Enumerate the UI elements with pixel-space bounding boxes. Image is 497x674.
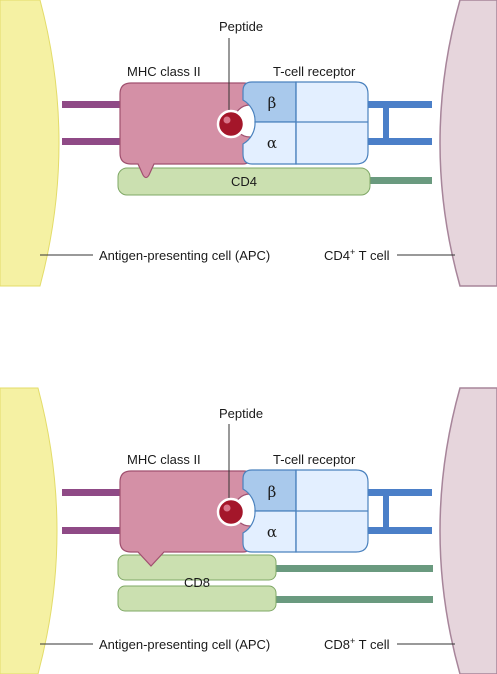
- tcr-alpha-chain: [242, 510, 297, 553]
- tcr-beta-chain: [242, 81, 297, 123]
- tcr-stalk-link: [383, 105, 389, 142]
- mhc-label: MHC class II: [127, 452, 201, 467]
- mhc-stalk-upper: [62, 489, 120, 496]
- tcr-alpha-label: α: [267, 523, 277, 541]
- mhc-stalk-lower: [62, 527, 120, 534]
- peptide-highlight: [223, 504, 231, 512]
- t-cell-label-prefix: CD8: [324, 637, 350, 652]
- t-cell-label-sup: +: [350, 636, 355, 646]
- tcr-alpha-label: α: [267, 134, 277, 152]
- cd8-chain-upper: [117, 554, 277, 581]
- panel-top: CD4 β α Peptide MHC class II T-cell rece…: [0, 0, 497, 287]
- tcr-stalk-upper: [368, 101, 432, 108]
- tcr-beta-label: β: [268, 483, 277, 501]
- peptide-highlight: [223, 116, 231, 124]
- tcr-alpha-chain: [242, 121, 297, 165]
- peptide: [216, 109, 246, 139]
- mhc-label: MHC class II: [127, 64, 201, 79]
- tcr-label: T-cell receptor: [273, 452, 356, 467]
- cd4-label: CD4: [231, 174, 257, 189]
- tcr-stalk-lower: [368, 527, 432, 534]
- t-cell: [439, 387, 497, 674]
- cd8-stalk-lower: [275, 596, 433, 603]
- peptide: [216, 497, 246, 527]
- apc-label: Antigen-presenting cell (APC): [99, 248, 270, 263]
- t-cell-label-sup: +: [350, 247, 355, 257]
- apc-label: Antigen-presenting cell (APC): [99, 637, 270, 652]
- tcr-beta-chain: [242, 469, 297, 512]
- tcr-constant-region: [295, 81, 369, 165]
- cd8-chain-lower: [117, 585, 277, 612]
- t-cell-label-prefix: CD4: [324, 248, 350, 263]
- tcr-stalk-lower: [368, 138, 432, 145]
- t-cell-label-suffix: T cell: [355, 637, 389, 652]
- panel-bottom: CD8 β α Peptide MHC class II T-cell rece…: [0, 387, 497, 674]
- tcr-stalk-upper: [368, 489, 432, 496]
- cd4-stalk: [369, 177, 432, 184]
- mhc-stalk-upper: [62, 101, 120, 108]
- tcr-label: T-cell receptor: [273, 64, 356, 79]
- cd8-stalk-upper: [275, 565, 433, 572]
- cd8-label: CD8: [184, 575, 210, 590]
- cd4-molecule: [117, 167, 371, 196]
- t-cell-label: CD8+ T cell: [324, 636, 390, 652]
- peptide-label: Peptide: [219, 19, 263, 34]
- apc-cell: [0, 387, 58, 674]
- peptide-label: Peptide: [219, 406, 263, 421]
- tcr-beta-label: β: [268, 94, 277, 112]
- mhc-stalk-lower: [62, 138, 120, 145]
- tcr-stalk-link: [383, 493, 389, 531]
- t-cell: [439, 0, 497, 287]
- apc-cell: [0, 0, 60, 287]
- t-cell-label: CD4+ T cell: [324, 247, 390, 263]
- t-cell-label-suffix: T cell: [355, 248, 389, 263]
